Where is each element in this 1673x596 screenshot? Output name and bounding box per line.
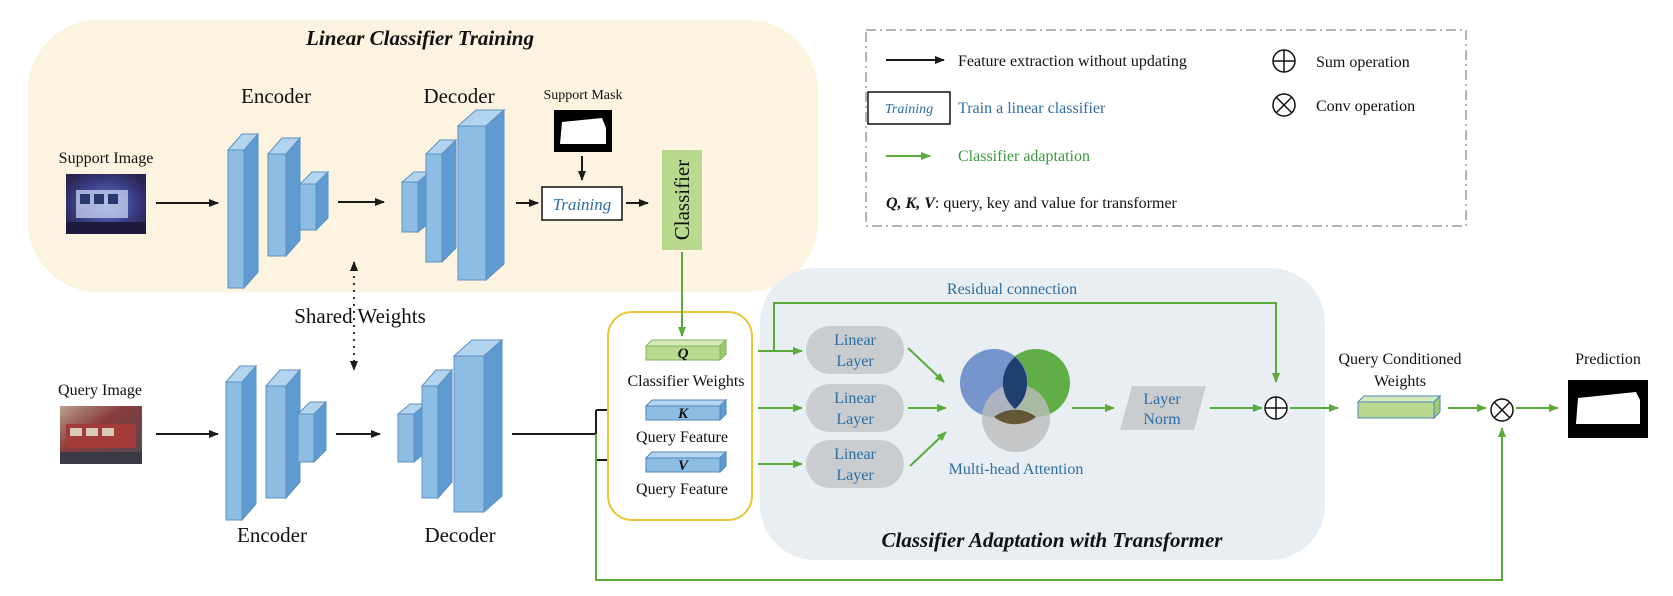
svg-text:Layer: Layer <box>836 353 874 370</box>
layer-norm-box <box>1120 386 1206 430</box>
support-mask <box>554 110 612 152</box>
residual-connection-label: Residual connection <box>947 281 1077 298</box>
query-conditioned-weights-label-2: Weights <box>1374 373 1426 390</box>
encoder-bottom-label: Encoder <box>237 523 307 547</box>
k-label: K <box>677 406 689 422</box>
legend-training-box <box>867 91 951 125</box>
encoder-top <box>226 132 330 290</box>
decoder-top <box>400 108 506 282</box>
svg-text:Linear: Linear <box>834 390 876 407</box>
svg-text:Linear: Linear <box>834 446 876 463</box>
layer-norm-label-2: Norm <box>1143 411 1181 428</box>
training-box <box>541 186 623 221</box>
shared-weights-label: Shared Weights <box>294 304 426 328</box>
query-feature-k-label: Query Feature <box>636 429 728 446</box>
prediction-mask <box>1568 380 1648 438</box>
decoder-bottom <box>396 338 504 514</box>
classifier-weights-label: Classifier Weights <box>627 373 744 390</box>
legend-adaptation-label: Classifier adaptation <box>958 148 1090 165</box>
decoder-bottom-label: Decoder <box>424 523 495 547</box>
legend-qkv-label: Q, K, V: query, key and value for transf… <box>886 195 1178 212</box>
legend-conv-label: Conv operation <box>1316 98 1415 115</box>
encoder-top-label: Encoder <box>241 84 311 108</box>
linear-layer-v: Linear Layer <box>806 440 904 488</box>
v-label: V <box>678 458 690 474</box>
query-image <box>60 406 142 464</box>
encoder-bottom <box>224 364 328 522</box>
top-panel-title: Linear Classifier Training <box>305 26 534 50</box>
k-feature-bar <box>644 398 728 422</box>
q-label: Q <box>678 346 689 362</box>
conv-operation-icon <box>1490 398 1514 422</box>
classifier-label: Classifier <box>670 160 694 240</box>
classifier-box <box>662 150 702 250</box>
legend-sum-icon <box>1272 49 1296 73</box>
legend-box <box>865 29 1467 227</box>
legend-feature-extraction-label: Feature extraction without updating <box>958 53 1187 70</box>
query-conditioned-weights-bar <box>1356 394 1442 420</box>
training-label: Training <box>553 195 612 214</box>
v-feature-bar <box>644 450 728 474</box>
sum-operation-icon <box>1264 396 1288 420</box>
svg-text:Linear: Linear <box>834 332 876 349</box>
support-image <box>66 174 146 234</box>
multi-head-attention-label: Multi-head Attention <box>949 461 1084 478</box>
linear-layer-k: Linear Layer <box>806 384 904 432</box>
support-image-label: Support Image <box>59 150 154 167</box>
bottom-panel-title: Classifier Adaptation with Transformer <box>882 528 1224 552</box>
linear-layer-q: Linear Layer <box>806 326 904 374</box>
svg-text:Layer: Layer <box>836 411 874 428</box>
decoder-top-label: Decoder <box>423 84 494 108</box>
query-feature-v-label: Query Feature <box>636 481 728 498</box>
layer-norm-label-1: Layer <box>1143 391 1181 408</box>
query-conditioned-weights-label-1: Query Conditioned <box>1338 351 1461 368</box>
query-image-label: Query Image <box>58 382 142 399</box>
prediction-label: Prediction <box>1575 351 1641 368</box>
support-mask-label: Support Mask <box>544 88 623 103</box>
legend-training-box-label: Training <box>885 102 933 117</box>
linear-classifier-training-panel <box>28 20 818 292</box>
multi-head-attention <box>960 349 1070 452</box>
legend-sum-label: Sum operation <box>1316 54 1410 71</box>
svg-text:Layer: Layer <box>836 467 874 484</box>
q-feature-bar <box>644 338 728 362</box>
legend-train-classifier-label: Train a linear classifier <box>958 100 1106 117</box>
legend-conv-icon <box>1272 93 1296 117</box>
